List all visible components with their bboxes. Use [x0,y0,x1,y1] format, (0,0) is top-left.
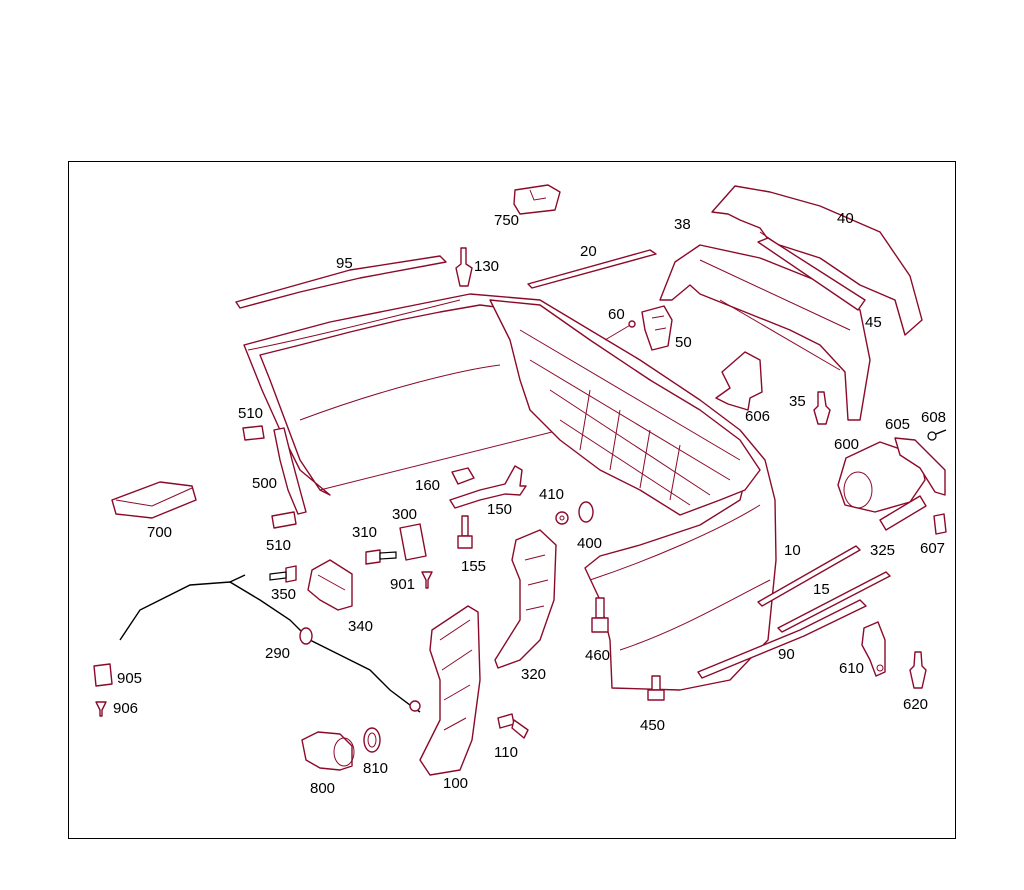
part-700-module [111,481,197,519]
label-606: 606 [745,408,770,425]
part-607-clip [933,513,947,535]
label-110: 110 [494,744,518,761]
part-bumper-inner-structure [489,299,761,516]
part-810-ring [363,727,381,753]
part-20-strip [527,249,657,289]
label-45: 45 [865,314,882,331]
label-60: 60 [608,306,625,323]
label-320: 320 [521,666,546,683]
part-310-bolt [365,549,397,565]
part-510-clip-upper [242,425,265,441]
label-810: 810 [363,760,388,777]
part-320-bracket [494,529,557,669]
label-130: 130 [474,258,499,275]
label-700: 700 [147,524,172,541]
label-510-upper: 510 [238,405,263,422]
part-50-bracket [641,305,673,351]
part-340-bracket [307,559,353,611]
part-620-clip [909,651,927,689]
label-340: 340 [348,618,373,635]
label-410: 410 [539,486,564,503]
part-10-strip [757,545,861,607]
label-20: 20 [580,243,597,260]
part-410-nut [555,511,569,525]
label-38: 38 [674,216,691,233]
label-800: 800 [310,780,335,797]
label-600: 600 [834,436,859,453]
label-40: 40 [837,210,854,227]
part-610-sensor [861,621,886,677]
part-110-clip [497,713,529,739]
label-905: 905 [117,670,142,687]
part-400-washer [578,501,594,523]
part-605-bracket [894,437,946,496]
label-310: 310 [352,524,377,541]
label-95: 95 [336,255,353,272]
part-608-screw [927,429,947,441]
part-325-bracket [879,495,927,531]
label-450: 450 [640,717,665,734]
part-35-clip [813,391,831,425]
part-160-clip [451,467,475,485]
diagram-frame [68,161,956,839]
label-350: 350 [271,586,296,603]
label-510-lower: 510 [266,537,291,554]
label-460: 460 [585,647,610,664]
label-300: 300 [392,506,417,523]
part-750-module [513,184,561,215]
label-620: 620 [903,696,928,713]
part-main-bumper-shell [243,293,777,691]
part-800-sensor [301,731,355,771]
part-905-connector [93,663,113,687]
label-605: 605 [885,416,910,433]
label-50: 50 [675,334,692,351]
label-10: 10 [784,542,801,559]
label-608: 608 [921,409,946,426]
part-150-bracket [449,465,527,509]
label-35: 35 [789,393,806,410]
label-500: 500 [252,475,277,492]
label-610: 610 [839,660,864,677]
part-510-clip-lower [271,511,297,529]
part-15-strip [777,571,891,633]
part-460-bolt [591,597,609,633]
part-350-bolt [269,565,297,583]
part-450-bolt [647,675,665,701]
part-90-strip [697,599,867,679]
part-300-module [399,523,427,561]
label-290: 290 [265,645,290,662]
label-400: 400 [577,535,602,552]
part-60-pin [604,320,636,341]
part-45-strip [757,237,866,311]
part-155-bolt [457,515,473,549]
part-38-trim [659,244,871,421]
label-150: 150 [487,501,512,518]
part-100-bracket [419,605,481,776]
part-500-bracket [273,427,307,515]
label-15: 15 [813,581,830,598]
label-750: 750 [494,212,519,229]
part-901-clip [421,571,433,589]
label-90: 90 [778,646,795,663]
part-130-clip [455,247,473,287]
part-290-wire-harness [119,574,421,713]
label-100: 100 [443,775,468,792]
label-160: 160 [415,477,440,494]
part-95-strip [235,255,447,309]
label-607: 607 [920,540,945,557]
label-901: 901 [390,576,415,593]
part-906-pin [95,701,107,717]
label-325: 325 [870,542,895,559]
part-606-bracket [715,351,763,411]
label-906: 906 [113,700,138,717]
label-155: 155 [461,558,486,575]
